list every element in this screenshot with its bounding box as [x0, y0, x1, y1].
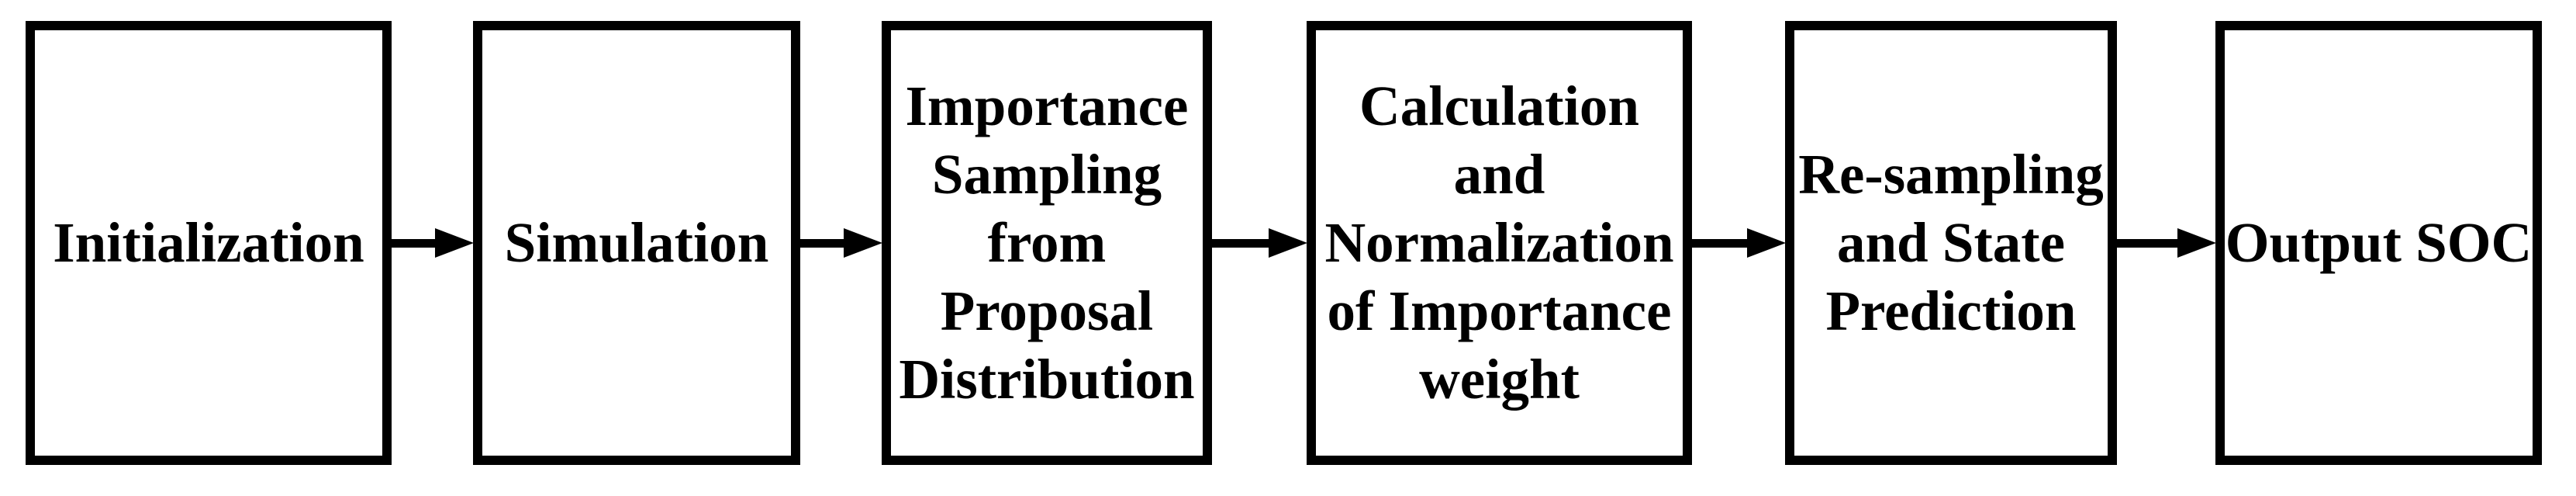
node-label: Calculation and Normalization of Importa…: [1324, 72, 1673, 414]
flow-arrow-5: [2116, 228, 2216, 258]
flow-node-resampling-state-prediction: Re-sampling and State Prediction: [1785, 21, 2117, 465]
flow-node-output-soc: Output SOC: [2215, 21, 2542, 465]
flow-arrow-1: [392, 228, 474, 258]
arrow-shaft: [392, 238, 435, 248]
node-label-line: Proposal: [940, 279, 1154, 342]
flow-arrow-2: [799, 228, 882, 258]
node-label: Initialization: [53, 209, 364, 277]
node-label-line: from: [987, 211, 1107, 274]
node-label-line: Simulation: [504, 211, 769, 274]
arrowhead-icon: [1747, 228, 1786, 258]
node-label-line: Prediction: [1825, 279, 2077, 342]
node-label: Importance Sampling from Proposal Distri…: [899, 72, 1194, 414]
flow-arrow-3: [1211, 228, 1307, 258]
node-label-line: Sampling: [931, 143, 1162, 206]
node-label-line: Initialization: [53, 211, 364, 274]
node-label-line: weight: [1419, 348, 1580, 411]
node-label-line: of Importance: [1327, 279, 1672, 342]
node-label-line: and: [1453, 143, 1545, 206]
node-label: Simulation: [505, 209, 769, 277]
arrow-shaft: [799, 238, 844, 248]
node-label-line: Calculation: [1359, 75, 1639, 137]
arrowhead-icon: [844, 228, 882, 258]
node-label-line: Output SOC: [2225, 211, 2533, 274]
flow-arrow-4: [1691, 228, 1786, 258]
node-label-line: Re-sampling: [1798, 143, 2104, 206]
arrowhead-icon: [1269, 228, 1307, 258]
arrow-shaft: [1691, 238, 1747, 248]
node-label-line: and State: [1836, 211, 2066, 274]
node-label-line: Importance: [905, 75, 1189, 137]
flow-node-importance-sampling: Importance Sampling from Proposal Distri…: [882, 21, 1212, 465]
arrowhead-icon: [435, 228, 474, 258]
flow-node-simulation: Simulation: [473, 21, 800, 465]
flow-node-calculation-normalization: Calculation and Normalization of Importa…: [1307, 21, 1692, 465]
arrowhead-icon: [2177, 228, 2216, 258]
flow-node-initialization: Initialization: [26, 21, 392, 465]
node-label-line: Distribution: [899, 348, 1195, 411]
node-label: Output SOC: [2226, 209, 2533, 277]
node-label-line: Normalization: [1324, 211, 1674, 274]
arrow-shaft: [1211, 238, 1269, 248]
arrow-shaft: [2116, 238, 2177, 248]
node-label: Re-sampling and State Prediction: [1798, 140, 2103, 345]
